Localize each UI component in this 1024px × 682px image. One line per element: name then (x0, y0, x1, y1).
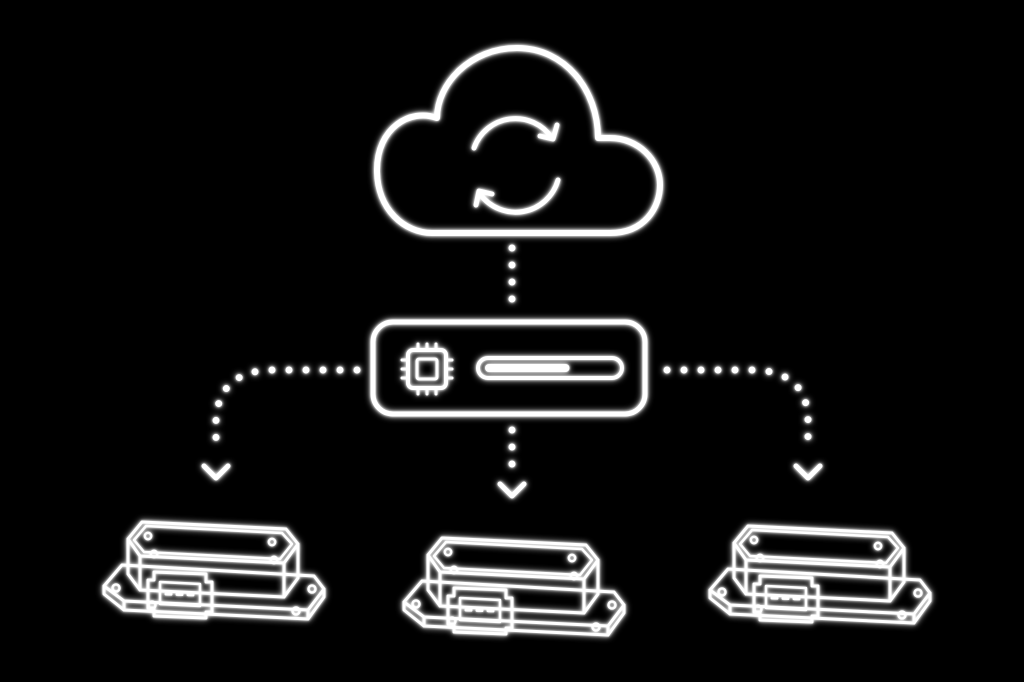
gateway-module (370, 319, 648, 417)
cloud-icon (374, 45, 663, 236)
sync-icon (471, 116, 561, 215)
connector-gateway-device-1 (212, 366, 361, 452)
arrow-device-3 (793, 463, 823, 481)
progress-fill (485, 364, 570, 372)
connector-gateway-device-3 (663, 366, 812, 452)
ecu-module-icon (102, 520, 326, 621)
arrow-device-1 (201, 463, 231, 481)
ecu-module-icon (402, 536, 626, 637)
gateway-box (370, 319, 648, 417)
ecu-module-icon (708, 524, 932, 625)
arrow-device-2 (497, 481, 527, 499)
processor-chip-icon (400, 342, 454, 396)
update-progress-bar (476, 356, 624, 380)
